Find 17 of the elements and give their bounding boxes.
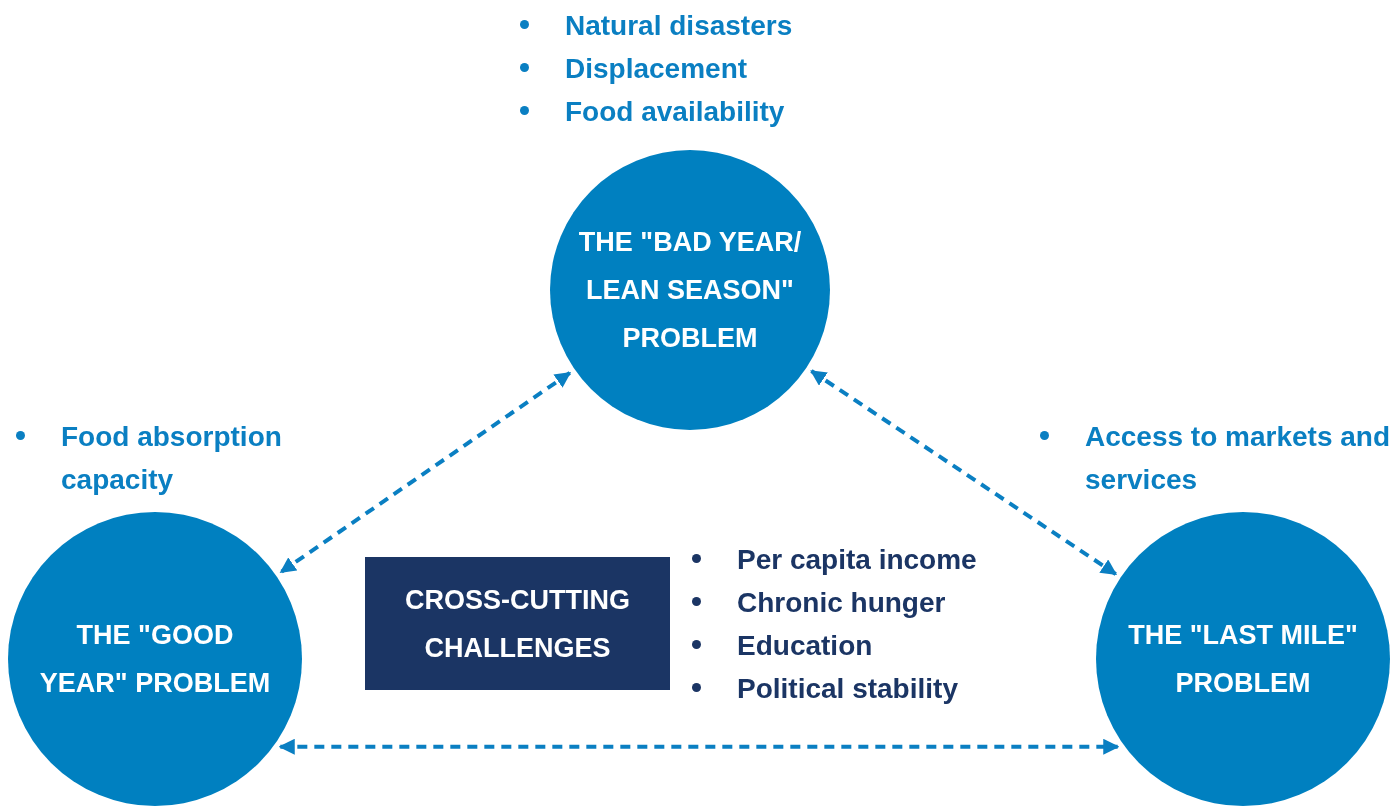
node-label: THE "BAD YEAR/ LEAN SEASON" PROBLEM — [577, 226, 803, 355]
bullet-text: Food availability — [565, 95, 785, 129]
bullet-text: Displacement — [565, 52, 748, 86]
double-arrow — [278, 738, 1120, 755]
bullet-text: Education — [737, 629, 873, 663]
node-label: THE "LAST MILE" PROBLEM — [1127, 619, 1359, 700]
bullet-text: Per capita income — [737, 543, 977, 577]
bullet-text: Access to markets and services — [1085, 420, 1392, 497]
challenge-box — [365, 557, 670, 690]
double-arrow — [810, 369, 1118, 576]
node-label: THE "GOOD YEAR" PROBLEM — [38, 619, 272, 700]
bullet-text: Chronic hunger — [737, 586, 946, 620]
node-label: CROSS-CUTTING CHALLENGES — [404, 583, 631, 665]
bullet-text: Food absorption capacity — [61, 420, 283, 497]
bullet-text: Political stability — [737, 672, 958, 706]
bullet-text: Natural disasters — [565, 9, 793, 43]
double-arrow — [279, 371, 572, 574]
